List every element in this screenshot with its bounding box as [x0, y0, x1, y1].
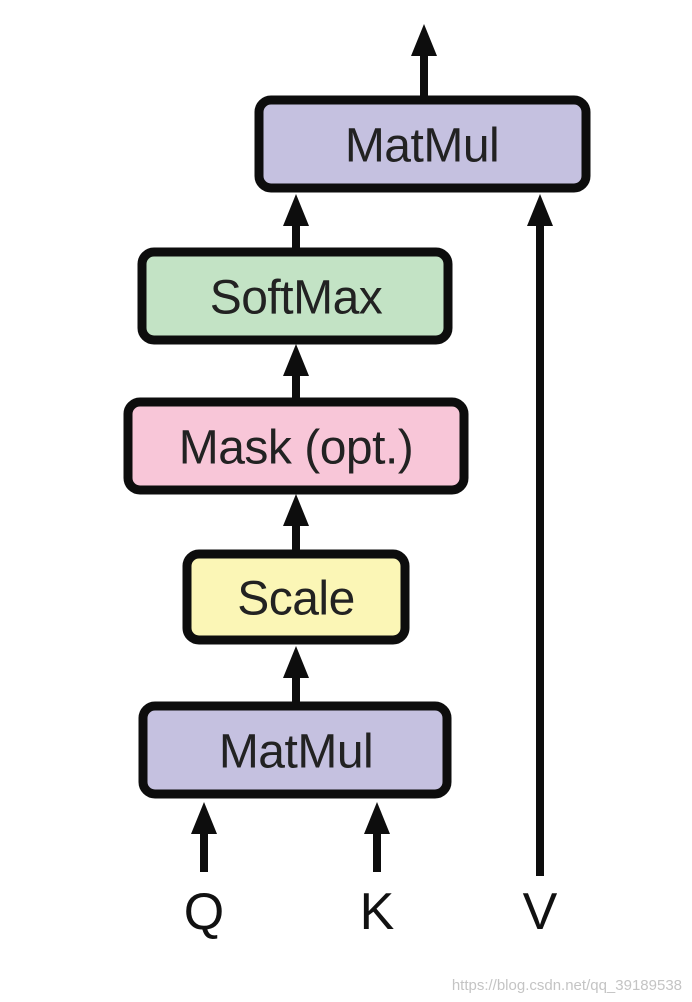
softmax-box — [137, 247, 453, 345]
v-arrow — [527, 194, 553, 876]
matmul-to-scale-arrow — [283, 646, 309, 704]
mask-label: Mask (opt.) — [179, 422, 414, 475]
matmul-bottom-box — [138, 701, 452, 799]
v-label: V — [523, 883, 558, 941]
k-arrow — [364, 802, 390, 872]
softmax-label: SoftMax — [210, 272, 383, 325]
mask-node: Mask (opt.) — [123, 397, 469, 495]
scale-node: Scale — [182, 549, 410, 645]
matmul-top-box — [254, 95, 591, 193]
output-arrow — [411, 24, 437, 98]
mask-box — [123, 397, 469, 495]
softmax-to-matmul-arrow — [283, 194, 309, 250]
matmul-top-label: MatMul — [345, 120, 499, 173]
q-label: Q — [184, 883, 224, 941]
scale-label: Scale — [237, 573, 355, 626]
scale-box — [182, 549, 410, 645]
scale-to-mask-arrow — [283, 494, 309, 552]
k-label: K — [360, 883, 395, 941]
q-arrow — [191, 802, 217, 872]
mask-to-softmax-arrow — [283, 344, 309, 400]
matmul-top-node: MatMul — [254, 95, 591, 193]
softmax-node: SoftMax — [137, 247, 453, 345]
matmul-bottom-node: MatMul — [138, 701, 452, 799]
matmul-bottom-label: MatMul — [219, 726, 373, 779]
watermark: https://blog.csdn.net/qq_39189538 — [451, 977, 682, 994]
